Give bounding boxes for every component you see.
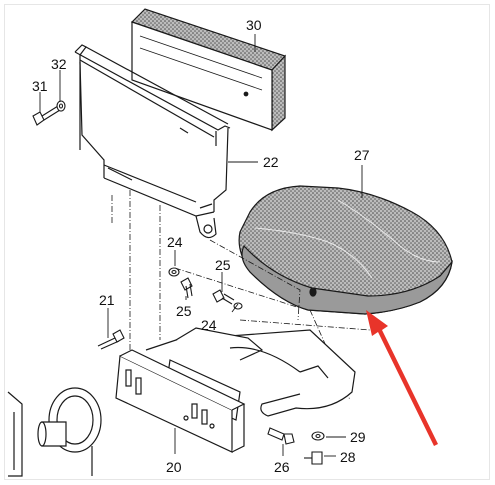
leader-lines: [39, 34, 363, 457]
part-32-washer: [56, 100, 66, 112]
callout-31: 31: [32, 78, 48, 94]
part-24-nut-upper: [168, 267, 180, 277]
callout-21: 21: [99, 292, 115, 308]
callout-27: 27: [354, 147, 370, 163]
callout-32: 32: [51, 56, 67, 72]
part-26-bolt: [267, 427, 295, 445]
callout-28: 28: [340, 449, 356, 465]
part-28-bolt: [304, 451, 323, 465]
part-22-frame: [74, 44, 231, 239]
callout-22: 22: [263, 154, 279, 170]
callout-25-upper: 25: [215, 257, 231, 273]
callout-29: 29: [350, 429, 366, 445]
part-30-cushion: [130, 8, 287, 132]
part-25-bolt-upper: [180, 277, 193, 299]
callout-26: 26: [274, 459, 290, 475]
mount-plate-fragment: [7, 387, 102, 477]
part-21-bolt: [97, 329, 125, 350]
part-31-bolt: [32, 105, 61, 126]
part-20-base-bracket: [115, 327, 356, 453]
callout-20: 20: [166, 459, 182, 475]
part-27-seat-cushion: [238, 185, 453, 315]
callout-24-upper: 24: [167, 234, 183, 250]
callout-24-lower: 24: [201, 317, 217, 333]
part-25-bolt-lower: [212, 289, 243, 310]
part-29-washer: [311, 431, 325, 441]
highlight-arrow: [366, 310, 438, 446]
callout-30: 30: [246, 17, 262, 33]
callout-25-lower: 25: [176, 303, 192, 319]
